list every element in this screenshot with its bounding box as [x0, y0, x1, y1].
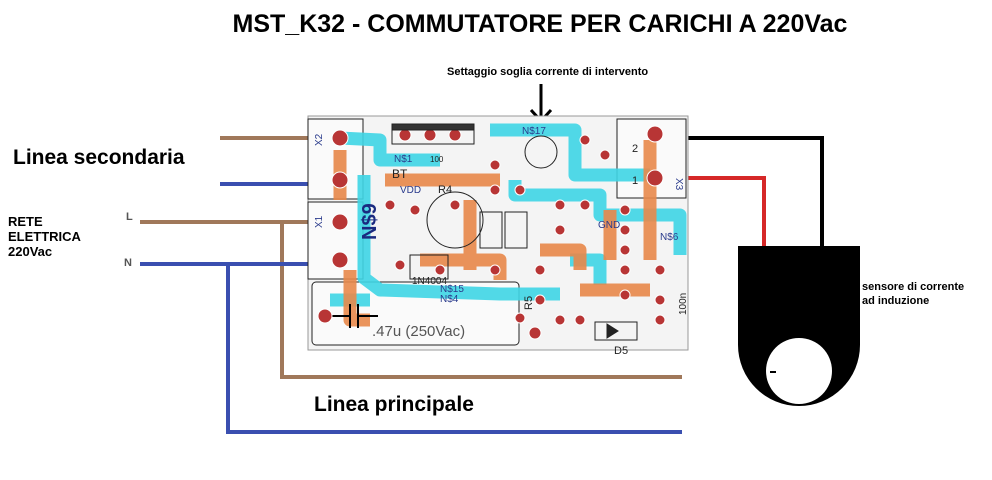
pads — [317, 125, 666, 340]
pcb-board: X2 X1 X3 N$9 N$1 N$4 N$15 N$6 N$17 VDD G… — [307, 115, 689, 357]
cyan-traces — [330, 123, 687, 307]
connector-x1-label: X1 — [314, 215, 325, 228]
label-rete-line1: RETE — [8, 214, 43, 229]
wire-main-blue — [226, 264, 682, 434]
component-100: 100 — [430, 155, 444, 164]
connector-x3-label: X3 — [673, 178, 684, 191]
connector-x1 — [307, 201, 364, 280]
label-settaggio: Settaggio soglia corrente di intervento — [447, 66, 649, 78]
sensor-hole — [766, 338, 832, 404]
component-outlines — [391, 123, 638, 341]
label-neutral-n: N — [124, 257, 132, 269]
label-rete-line2: ELETTRICA — [8, 229, 81, 244]
label-sensore-line1: sensore di corrente — [862, 281, 965, 293]
wire-sensor-red — [688, 176, 766, 250]
component-100n: 100n — [678, 293, 689, 315]
diagram-title: MST_K32 - COMMUTATORE PER CARICHI A 220V… — [232, 10, 848, 38]
component-d5: D5 — [614, 345, 628, 357]
net-label-n1: N$1 — [394, 154, 413, 165]
brown-wires — [140, 136, 682, 379]
label-rete-line3: 220Vac — [8, 244, 53, 259]
label-linea-principale: Linea principale — [314, 393, 474, 416]
component-bt: BT — [392, 167, 408, 181]
net-label-vdd: VDD — [400, 185, 421, 196]
label-phase-l: L — [126, 211, 133, 223]
component-r5: R5 — [523, 296, 535, 310]
blue-wires — [140, 182, 682, 434]
wire-main-brown — [280, 222, 682, 379]
capacitor-label: .47u (250Vac) — [372, 323, 465, 340]
label-rete-elettrica: RETE ELETTRICA 220Vac — [8, 214, 81, 259]
current-sensor — [738, 246, 860, 406]
component-1n4004: 1N4004 — [412, 276, 447, 287]
net-label-n9: N$9 — [359, 203, 381, 240]
net-label-n6: N$6 — [660, 232, 679, 243]
arrow-down-icon — [529, 84, 553, 124]
capacitor-047u — [330, 304, 378, 328]
component-r4: R4 — [438, 184, 452, 196]
pin-number-2: 2 — [632, 143, 638, 155]
net-label-n15: N$15 — [440, 284, 464, 295]
pin-number-1: 1 — [632, 175, 638, 187]
label-sensore: sensore di corrente ad induzione — [862, 280, 964, 308]
label-sensore-line2: ad induzione — [862, 295, 930, 307]
wire-sensor-black — [688, 136, 824, 250]
net-label-n17: N$17 — [522, 126, 546, 137]
net-label-n4: N$4 — [440, 294, 459, 305]
connector-x2-label: X2 — [314, 133, 325, 146]
net-label-gnd: GND — [598, 220, 620, 231]
label-linea-secondaria: Linea secondaria — [13, 146, 185, 169]
